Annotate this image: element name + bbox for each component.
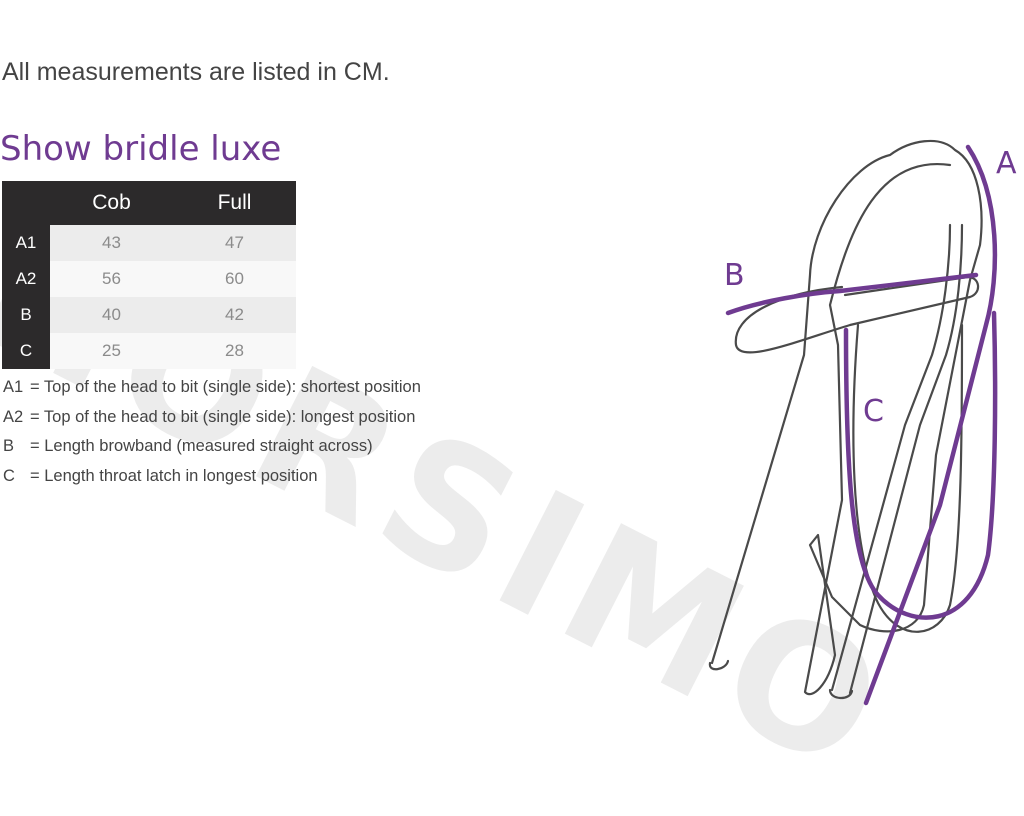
- table-cell: 42: [173, 297, 296, 333]
- legend-text: = Length browband (measured straight acr…: [30, 437, 373, 455]
- strap-end-left: [708, 659, 730, 671]
- table-cell: 28: [173, 333, 296, 369]
- legend-item: C = Length throat latch in longest posit…: [3, 465, 421, 495]
- legend-item: A1 = Top of the head to bit (single side…: [3, 376, 421, 406]
- measurement-line-c: [843, 310, 998, 620]
- throat-latch: [852, 323, 964, 633]
- table-cell: 25: [50, 333, 173, 369]
- table-row: B 40 42: [2, 297, 296, 333]
- label-c: C: [863, 394, 884, 429]
- legend-item: B = Length browband (measured straight a…: [3, 435, 421, 465]
- right-cheek-strap-inner: [848, 223, 964, 695]
- left-cheek-strap: [710, 139, 983, 696]
- size-table: Cob Full A1 43 47 A2 56 60 B 40 42 C 25 …: [2, 181, 296, 369]
- row-label: C: [2, 333, 50, 369]
- right-cheek-strap: [830, 223, 952, 692]
- table-row: C 25 28: [2, 333, 296, 369]
- column-header-full: Full: [173, 181, 296, 225]
- legend-code: A1: [3, 378, 24, 396]
- bridle-diagram: A B C: [708, 139, 1017, 706]
- measurement-legend: A1 = Top of the head to bit (single side…: [3, 376, 421, 494]
- table-cell: 40: [50, 297, 173, 333]
- legend-text: = Top of the head to bit (single side): …: [30, 378, 421, 396]
- size-table-header: Cob Full: [2, 181, 296, 225]
- table-cell: 43: [50, 225, 173, 261]
- row-label: B: [2, 297, 50, 333]
- measurement-line-b: [725, 272, 979, 316]
- legend-code: C: [3, 466, 15, 485]
- legend-code: A2: [3, 407, 24, 426]
- column-header-cob: Cob: [50, 181, 173, 225]
- label-b: B: [724, 258, 745, 293]
- table-corner-cell: [2, 181, 50, 225]
- table-row: A2 56 60: [2, 261, 296, 297]
- row-label: A1: [2, 225, 50, 261]
- legend-code: B: [3, 437, 15, 455]
- row-label: A2: [2, 261, 50, 297]
- legend-text: = Length throat latch in longest positio…: [30, 466, 318, 485]
- table-cell: 60: [173, 261, 296, 297]
- legend-text: = Top of the head to bit (single side): …: [30, 407, 416, 426]
- browband: [734, 275, 980, 354]
- table-row: A1 43 47: [2, 225, 296, 261]
- table-cell: 47: [173, 225, 296, 261]
- product-title: Show bridle luxe: [0, 129, 282, 169]
- legend-item: A2 = Top of the head to bit (single side…: [3, 406, 421, 436]
- label-a: A: [996, 146, 1017, 181]
- table-cell: 56: [50, 261, 173, 297]
- measurement-note: All measurements are listed in CM.: [2, 58, 390, 86]
- measurement-line-a: [863, 144, 998, 706]
- strap-end-right: [828, 688, 854, 700]
